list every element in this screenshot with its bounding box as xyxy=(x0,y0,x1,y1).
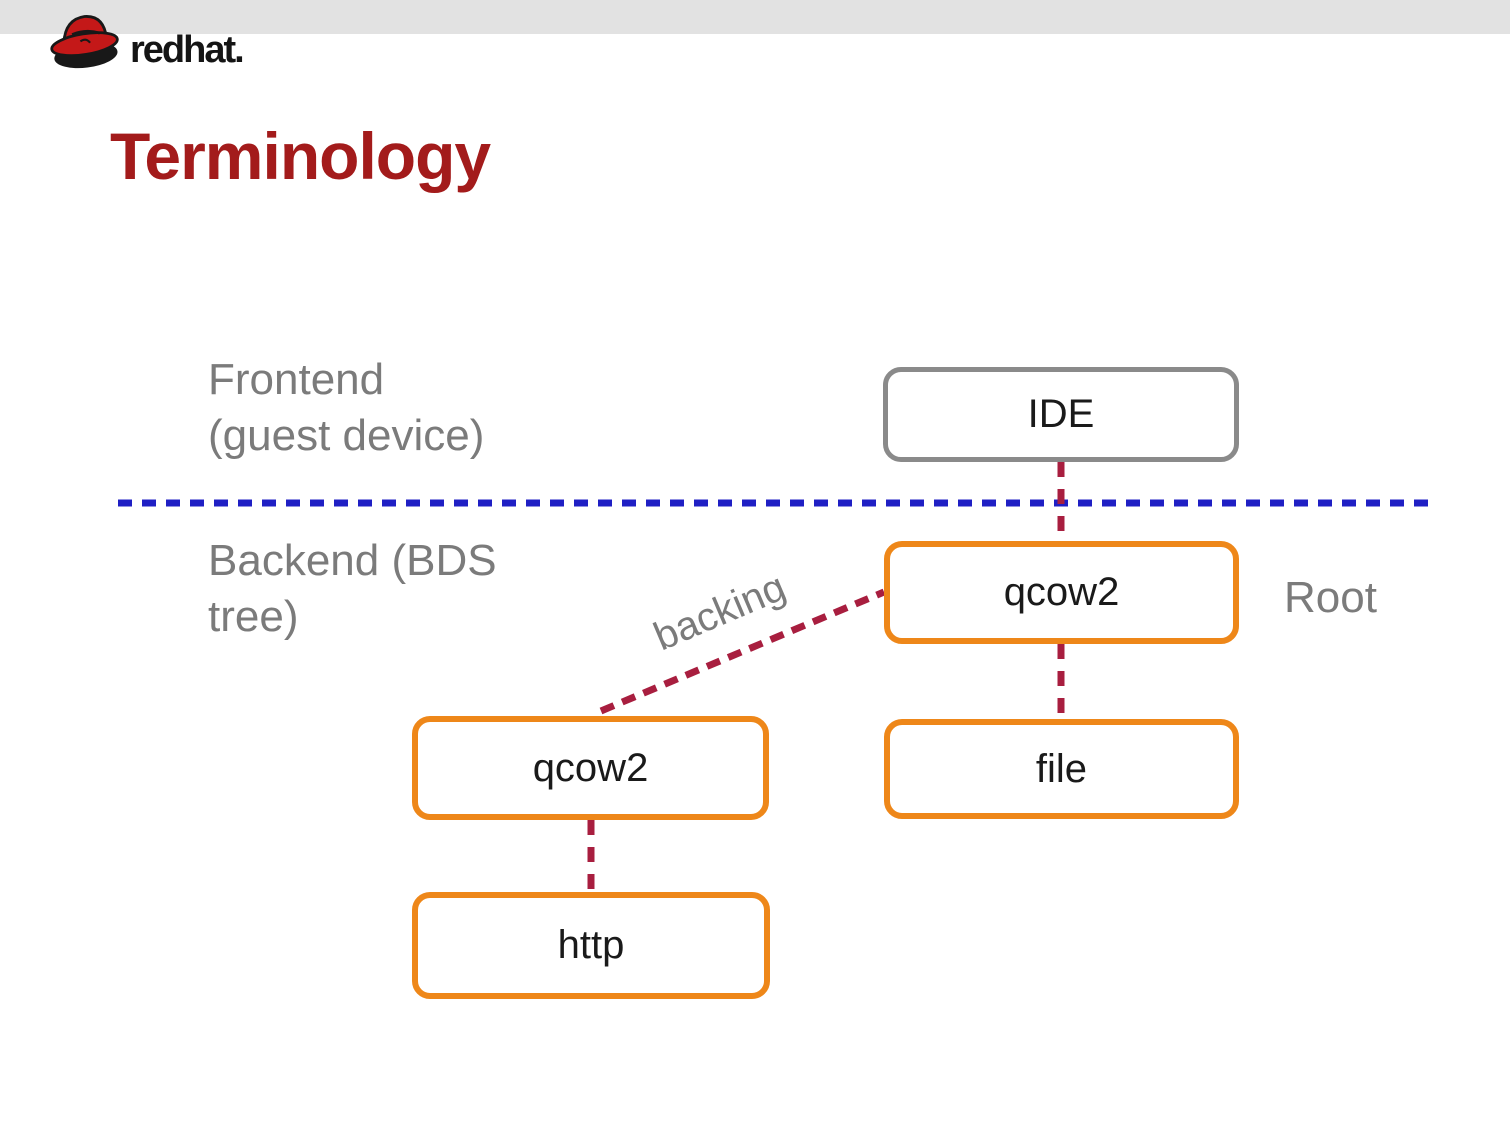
backing-edge-label: backing xyxy=(647,564,792,660)
frontend-label-line1: Frontend xyxy=(208,355,385,404)
node-qcow2-backing: qcow2 xyxy=(412,716,769,820)
node-qcow2-root: qcow2 xyxy=(884,541,1239,644)
redhat-shadowman-icon xyxy=(50,15,119,69)
node-http: http xyxy=(412,892,770,999)
slide-title: Terminology xyxy=(110,119,491,193)
wordmark-red: red xyxy=(130,29,185,71)
backend-label-line1: Backend (BDS xyxy=(208,536,497,585)
backend-label: Backend (BDS tree) xyxy=(208,533,497,645)
redhat-wordmark: redhat. xyxy=(130,29,245,71)
frontend-label-line2: (guest device) xyxy=(208,410,485,460)
node-ide: IDE xyxy=(883,367,1239,462)
redhat-logo: redhat. xyxy=(50,5,245,75)
backend-label-line2: tree) xyxy=(208,591,299,641)
wordmark-hat: hat. xyxy=(183,29,245,71)
root-label: Root xyxy=(1284,573,1377,622)
frontend-label: Frontend (guest device) xyxy=(208,352,484,464)
header-band xyxy=(0,0,1510,34)
node-file: file xyxy=(884,719,1239,819)
